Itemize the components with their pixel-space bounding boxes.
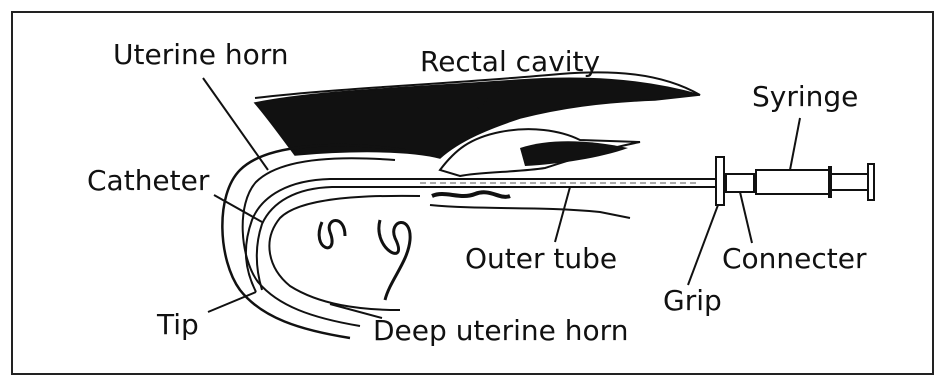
outer-tube-label: Outer tube (465, 245, 617, 273)
coil-knot (432, 192, 510, 197)
rectal-cavity-label: Rectal cavity (420, 48, 600, 76)
syringe-finger-grip (828, 166, 832, 198)
grip-shape (716, 157, 724, 205)
arm-lower-line (430, 205, 630, 218)
grip-label: Grip (663, 287, 722, 315)
leader-outer-tube (555, 187, 570, 242)
leader-catheter (214, 195, 262, 222)
catheter-label: Catheter (87, 167, 209, 195)
catheter-path-a (246, 179, 720, 292)
leader-connecter (740, 192, 752, 243)
syringe-label: Syringe (752, 83, 858, 111)
syringe-barrel (756, 170, 830, 194)
coil-left (319, 221, 345, 248)
leader-grip (688, 205, 718, 285)
leader-syringe (790, 118, 800, 170)
tip-label: Tip (157, 311, 199, 339)
syringe-plunger (830, 174, 870, 190)
connecter-label: Connecter (722, 245, 867, 273)
deep-uterine-horn-label: Deep uterine horn (373, 317, 628, 345)
uterine-horn-middle (243, 158, 395, 326)
leader-tip (208, 292, 256, 312)
connecter-shape (726, 174, 754, 192)
uterine-horn-label: Uterine horn (113, 41, 289, 69)
coil-right (379, 220, 410, 300)
syringe-flange (868, 164, 874, 200)
leader-uterine-horn (203, 78, 268, 170)
